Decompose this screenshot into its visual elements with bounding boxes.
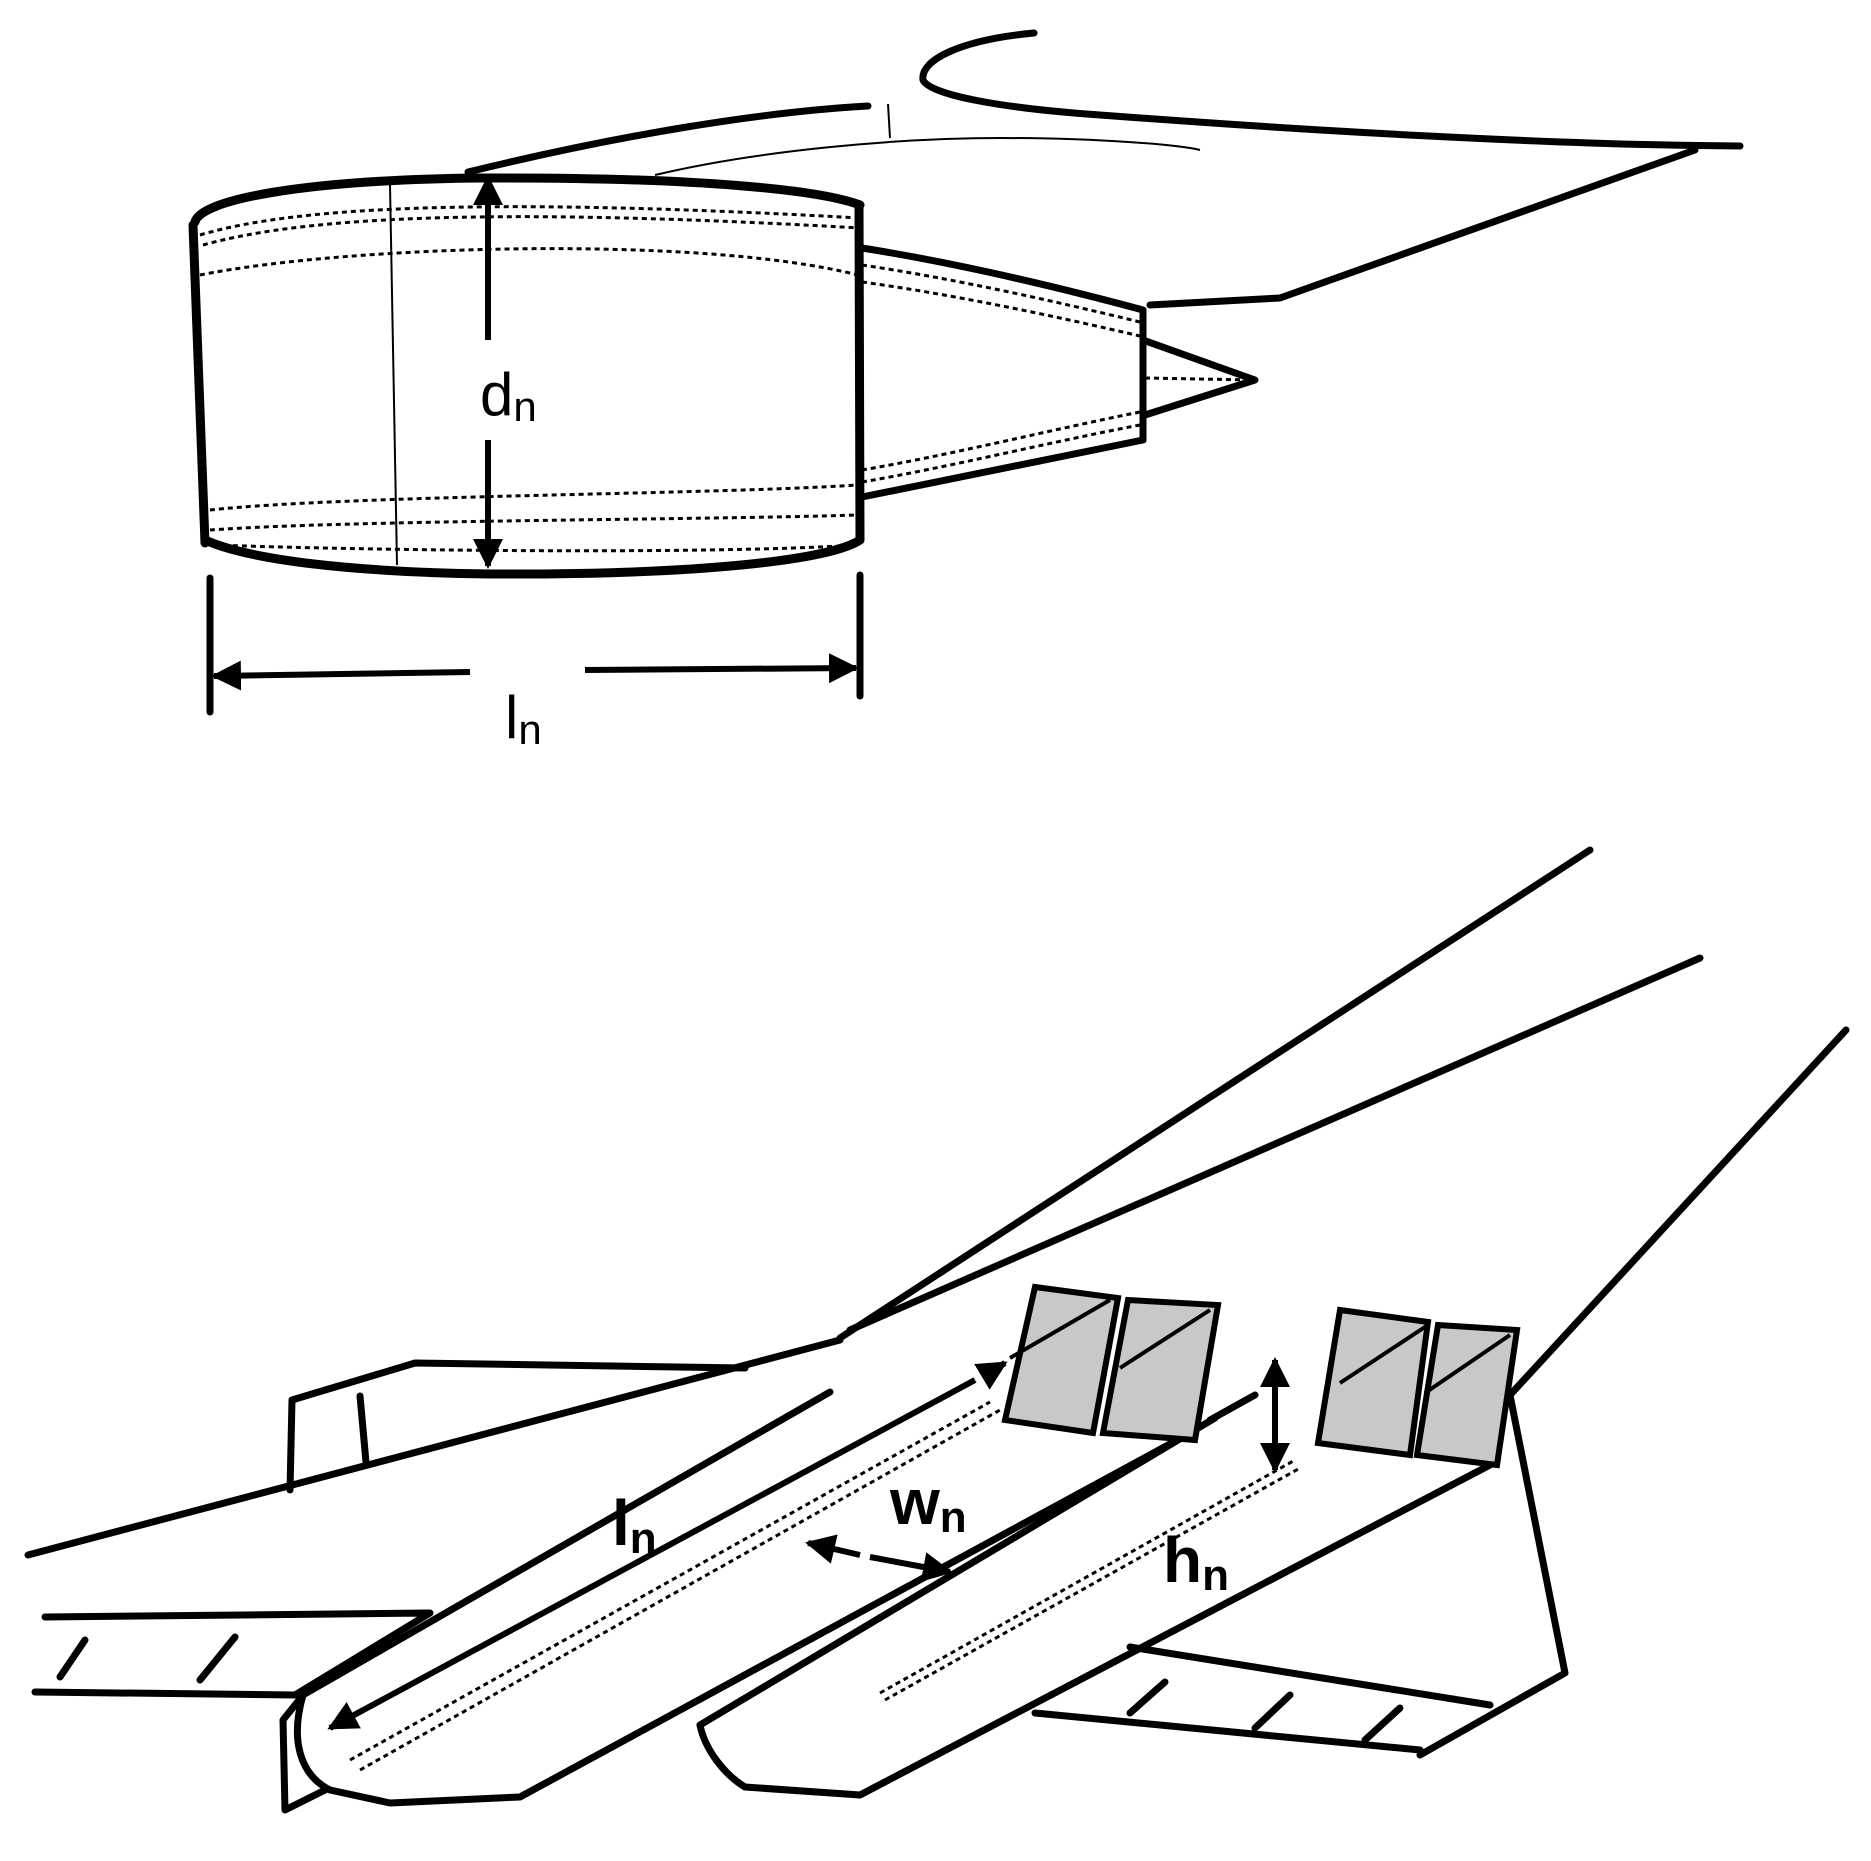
bottom-nacelle-figure: ln hn wn	[24, 846, 1850, 1814]
bottom-nacelle-right	[696, 1357, 1569, 1799]
bottom-left-wing	[31, 1609, 434, 1699]
length-dimension-arrow	[206, 571, 864, 716]
intake-panels-right	[1314, 1306, 1521, 1469]
top-nacelle-core	[858, 244, 1259, 501]
top-wing-pylon	[464, 29, 1744, 309]
bottom-length-label: ln	[612, 1487, 657, 1563]
top-nacelle-figure: dn ln	[188, 29, 1744, 753]
bottom-wing-sweep	[24, 846, 1850, 1559]
width-dimension-arrow	[805, 1534, 953, 1582]
width-label: wn	[889, 1466, 967, 1542]
bottom-nacelle-left	[279, 1360, 1174, 1814]
diameter-label: dn	[480, 361, 537, 430]
intake-panels-left	[1001, 1283, 1222, 1444]
bottom-fuselage	[286, 1359, 749, 1494]
top-length-label: ln	[505, 684, 542, 753]
height-label: hn	[1163, 1524, 1229, 1600]
bottom-right-wing	[1031, 1643, 1494, 1754]
top-nacelle-body	[188, 173, 865, 579]
